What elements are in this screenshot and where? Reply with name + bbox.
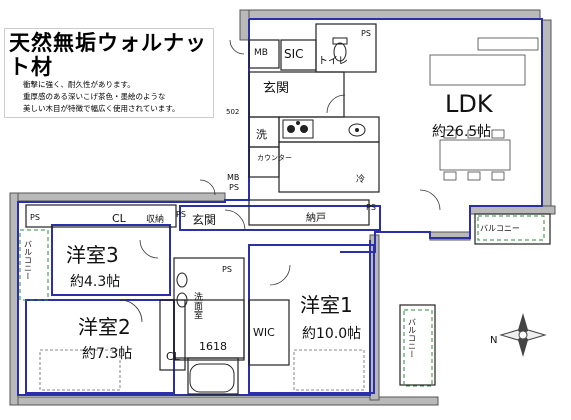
label-mb-top: MB <box>254 48 268 58</box>
western2-name: 洋室2 <box>78 315 131 339</box>
wash-basin-icon <box>176 272 188 308</box>
fixture-labels: MB SIC トイレ PS 玄関 502 洗 カウンター MB PS 冷 PS … <box>24 29 520 363</box>
label-ps-left: PS <box>30 213 40 222</box>
label-cl-corridor: CL <box>112 212 127 225</box>
label-counter: カウンター <box>257 153 292 162</box>
western2-area: 約7.3帖 <box>82 346 132 362</box>
label-502: 502 <box>226 108 239 116</box>
caption-title: 天然無垢ウォルナット材 <box>9 30 207 79</box>
label-ps-right: PS <box>366 203 376 212</box>
label-storage-shuno: 収納 <box>146 213 164 225</box>
stove-icon <box>282 119 314 139</box>
label-balcony-right: バルコニー <box>480 224 520 233</box>
label-wash: 洗 <box>256 128 267 141</box>
label-balcony-bottom: バルコニー <box>408 318 417 358</box>
label-ps-upper: PS <box>361 29 371 38</box>
ldk-name: LDK <box>445 90 494 118</box>
label-balcony-left: バルコニー <box>24 240 33 280</box>
label-toilet: トイレ <box>318 56 348 67</box>
ldk-area: 約26.5帖 <box>432 124 491 140</box>
dining-set-icon <box>439 129 511 181</box>
sink-icon <box>348 123 366 137</box>
compass-icon <box>499 313 547 357</box>
sofa-icon <box>429 37 539 86</box>
label-wic: WIC <box>253 326 275 339</box>
label-mb-ps-2: PS <box>229 183 239 192</box>
label-storage-nado: 納戸 <box>306 211 326 224</box>
label-entrance-upper: 玄関 <box>263 81 289 96</box>
western1-name: 洋室1 <box>300 293 353 317</box>
bathtub-icon <box>189 363 235 393</box>
toilet-icon <box>332 37 348 62</box>
label-unitbath: 1618 <box>199 340 227 353</box>
western1-area: 約10.0帖 <box>302 326 361 342</box>
door-swings <box>119 39 441 323</box>
western3-name: 洋室3 <box>66 243 119 267</box>
flooring-caption: 天然無垢ウォルナット材 衝撃に強く、耐久性があります。 重厚感のある深いこげ茶色… <box>4 28 214 118</box>
caption-line-2: 重厚感のある深いこげ茶色・墨絵のような <box>23 92 166 101</box>
label-sic: SIC <box>284 47 304 61</box>
balcony-outlines <box>19 215 545 387</box>
label-mb-ps: MB <box>227 173 239 182</box>
western3-area: 約4.3帖 <box>70 274 120 290</box>
label-ps-corridor: PS <box>176 210 186 219</box>
room-labels: LDK 約26.5帖 洋室1 約10.0帖 洋室2 約7.3帖 洋室3 約4.3… <box>66 90 494 362</box>
label-compass-n: N <box>490 335 497 346</box>
label-entrance-lower: 玄関 <box>192 212 216 227</box>
label-ps-washroom: PS <box>222 265 232 274</box>
label-refrigerator: 冷 <box>356 173 365 185</box>
caption-line-3: 美しい木目が特徴で幅広く使用されています。 <box>23 104 180 113</box>
bed-icons <box>39 349 365 391</box>
label-cl-bottom: CL <box>166 350 181 363</box>
caption-line-1: 衝撃に強く、耐久性があります。 <box>23 80 135 89</box>
label-washroom: 洗面室 <box>192 291 203 319</box>
interior-walls <box>25 23 551 395</box>
